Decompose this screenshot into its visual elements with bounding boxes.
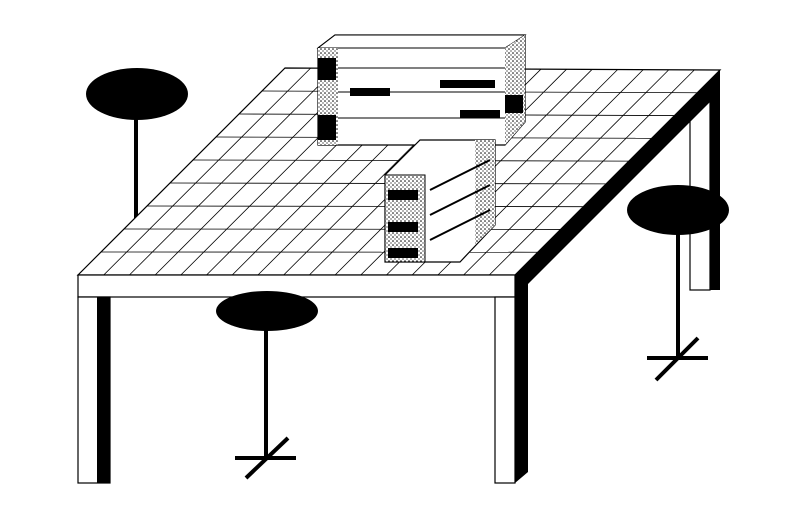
grid-line — [463, 69, 670, 276]
table-leg-front-left — [77, 296, 111, 484]
grid-line — [489, 69, 695, 276]
shelf-unit-back — [316, 34, 527, 146]
stool-back-left — [86, 68, 188, 220]
table-leg-front-right — [494, 284, 528, 484]
grid-line — [103, 67, 311, 276]
grid-line — [146, 205, 584, 208]
stool-right — [627, 185, 729, 382]
stool-front — [216, 291, 318, 480]
shelf-unit-front — [384, 139, 496, 263]
grid-line — [129, 67, 337, 276]
